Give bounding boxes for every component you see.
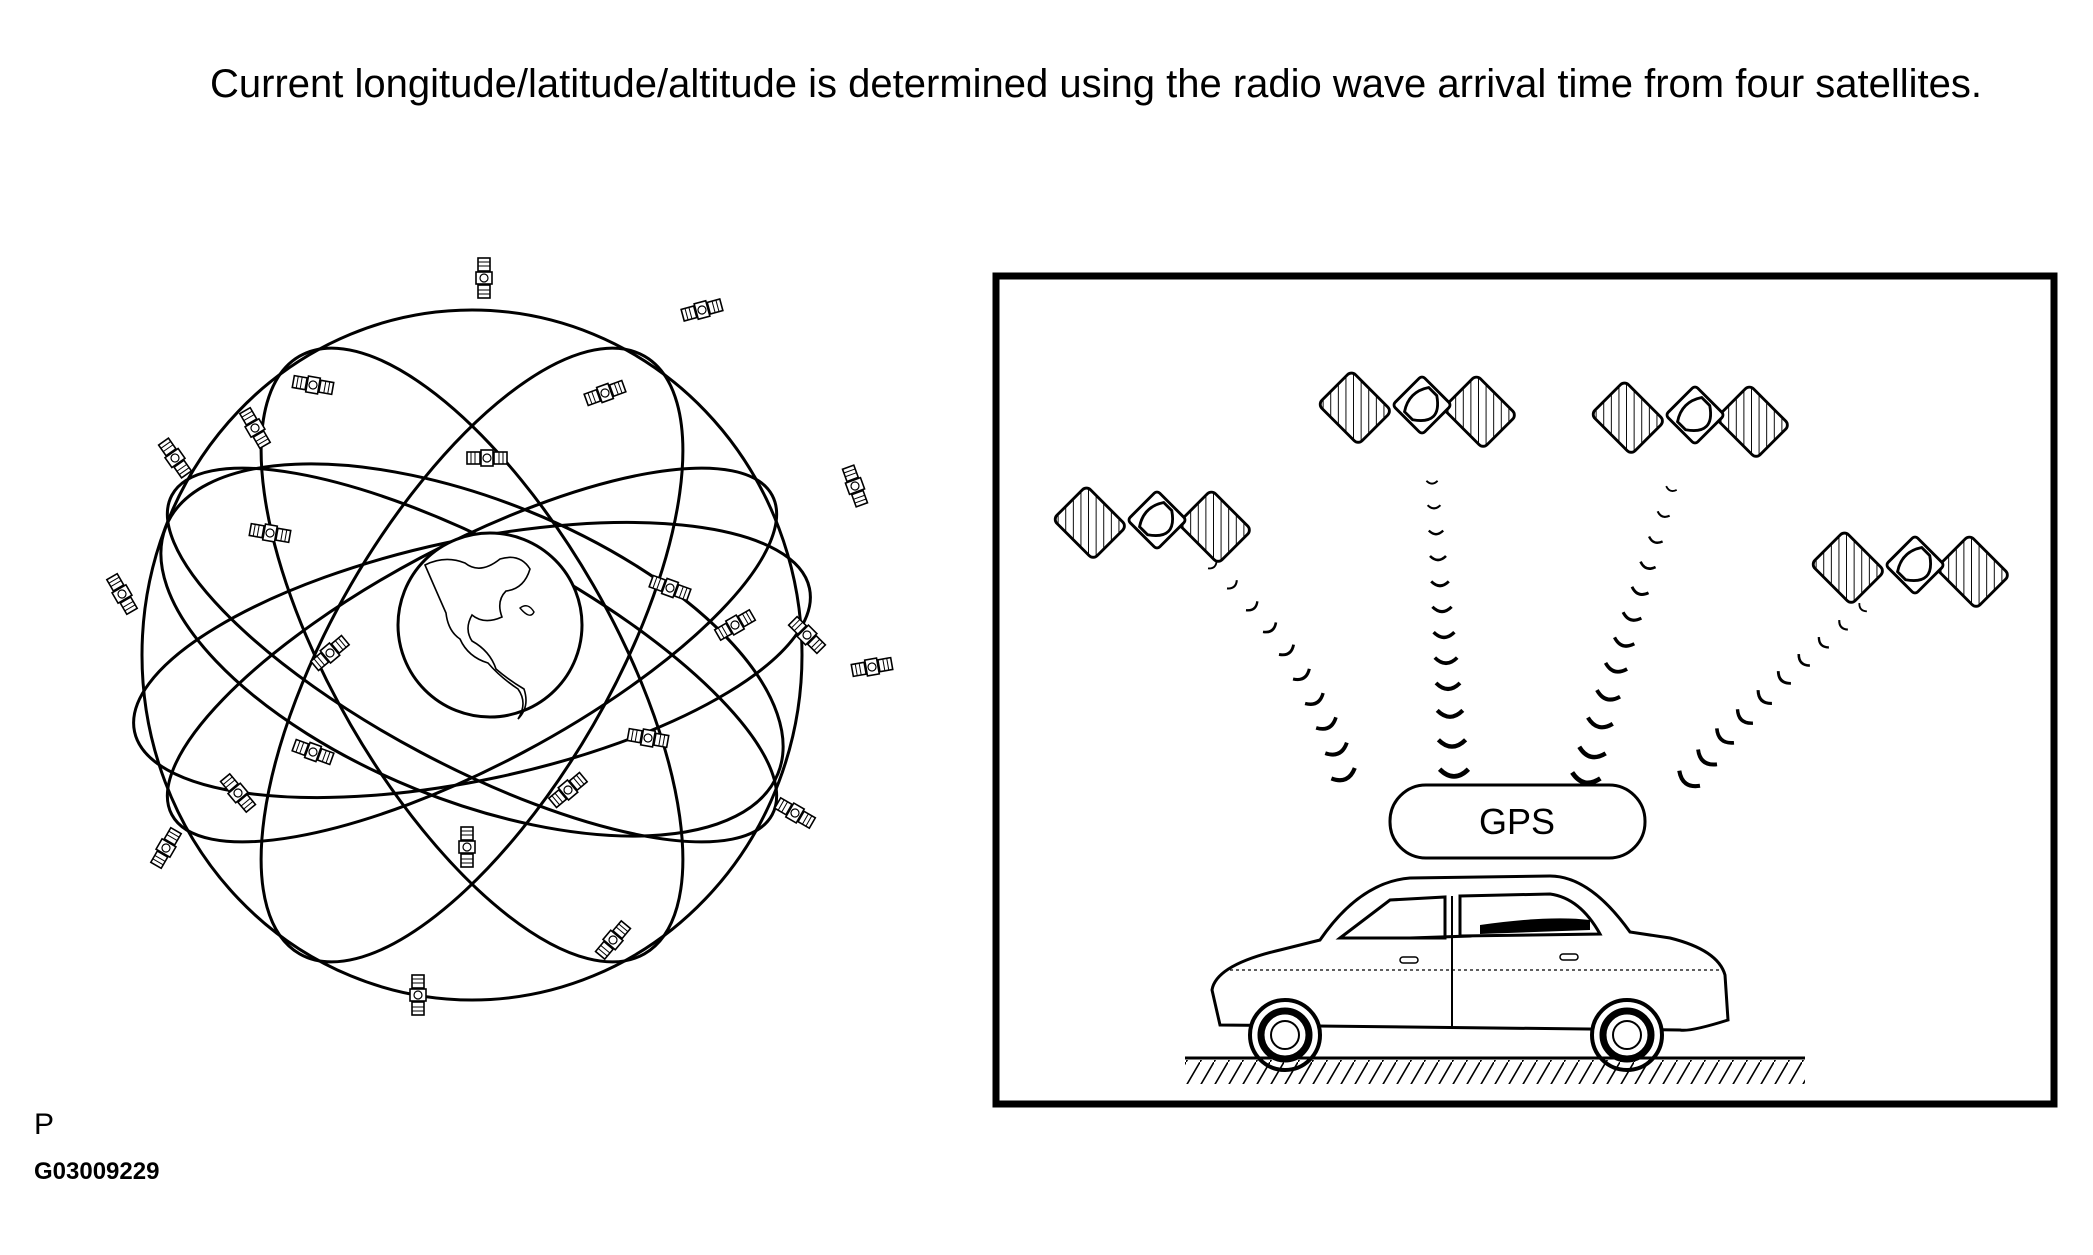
car-icon [1210,874,1730,1072]
gps-scene: GPS [992,272,2058,1108]
gps-receiver-badge [1388,783,1647,860]
gps-receiver-label: GPS [1479,801,1555,842]
satellite-constellation-illustration [80,230,930,1060]
page-marker: P [34,1108,55,1141]
globe-icon [104,257,894,1016]
gps-reception-illustration: GPS [990,270,2060,1110]
figure-code: G03009229 [34,1158,160,1185]
ground-hatch-icon [1185,1056,1805,1084]
diagram-caption: Current longitude/latitude/altitude is d… [210,62,1982,106]
